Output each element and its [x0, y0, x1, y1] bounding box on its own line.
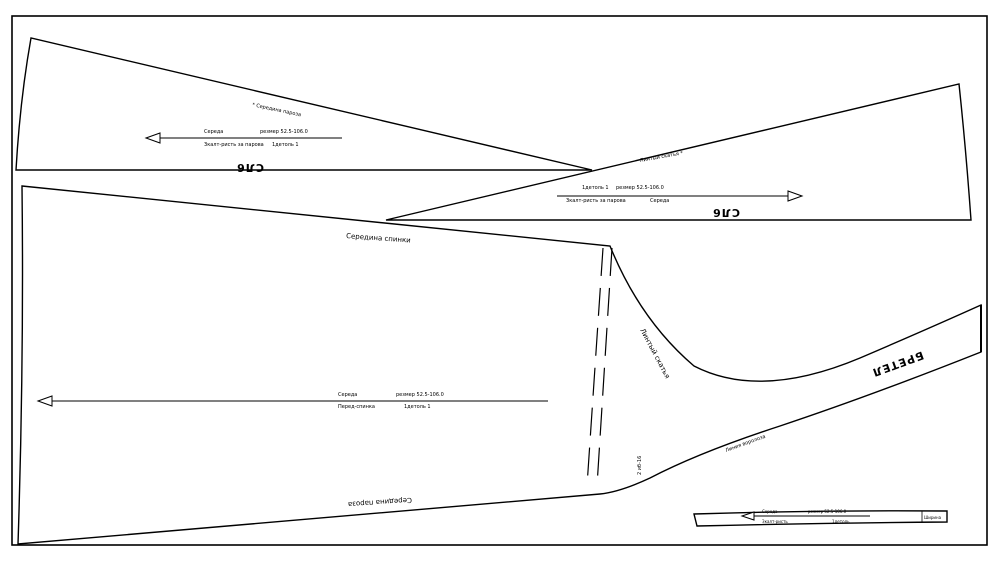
strap-outline: [693, 510, 948, 527]
sleeve-top-grain-c: Зкалт-ристь за парова: [204, 142, 264, 148]
sleeve-top-outline: [15, 37, 593, 171]
strap-grain-d: 1детоль: [832, 519, 850, 524]
front-dart-label: 2 иб-16: [637, 456, 643, 475]
front-grain-c: Перед-спинка: [338, 404, 375, 410]
sheet-border: [11, 15, 988, 546]
strap-end-label: Ширина: [924, 515, 942, 520]
front-outline: [17, 185, 982, 545]
sleeve-bottom-grain-a: 1детоль 1: [582, 185, 609, 191]
front-grain-b: резмер 52.5-106.0: [396, 392, 444, 398]
sleeve-bottom-grain-b: резмер 52.5-106.0: [616, 185, 664, 191]
sleeve-top-grain-b: резмер 52.5-106.0: [260, 129, 308, 135]
strap-grain-b: резмер 52.5-106.0: [808, 509, 847, 514]
sleeve-bottom-grain-d: Середа: [650, 198, 669, 204]
strap-arrowhead: [740, 511, 755, 521]
sleeve-top-grain-a: Середа: [204, 129, 223, 135]
strap-grain-c: Зкалт-ристь: [762, 519, 788, 524]
front-arrowhead: [36, 395, 53, 407]
sleeve-bottom-title: СЛ6: [712, 206, 740, 219]
sleeve-top-grain-d: 1детоль 1: [272, 142, 299, 148]
front-grain-a: Середа: [338, 392, 357, 398]
sleeve-bottom-arrowhead: [787, 190, 804, 202]
sleeve-top-title: СЛ6: [236, 161, 264, 174]
sleeve-bottom-outline: [385, 83, 972, 221]
sleeve-bottom-grain-c: Зкалт-ристь за парова: [566, 198, 626, 204]
strap-piece: Середа резмер 52.5-106.0 Зкалт-ристь 1де…: [693, 509, 948, 527]
front-grain-d: 1детоль 1: [404, 404, 431, 410]
strap-grain-a: Середа: [762, 509, 778, 514]
sleeve-top-arrowhead: [144, 132, 161, 144]
sleeve-piece-bottom: 1детоль 1 резмер 52.5-106.0 Зкалт-ристь …: [385, 83, 972, 221]
